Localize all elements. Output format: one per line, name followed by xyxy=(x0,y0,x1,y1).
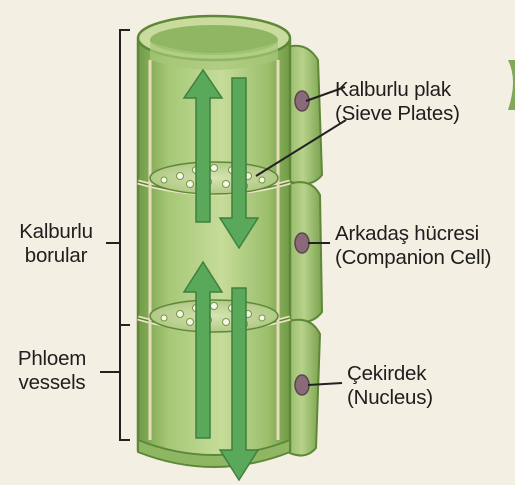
label-companion-cell: Arkadaş hücresi (Companion Cell) xyxy=(335,222,491,270)
sieve-plate-upper xyxy=(150,162,278,194)
bracket-phloem xyxy=(100,325,130,372)
label-sieve-tubes: Kalburlu borular xyxy=(6,220,106,268)
partial-cell-edge xyxy=(508,60,515,110)
sieve-tube xyxy=(138,16,290,467)
sieve-plate-lower xyxy=(150,300,278,332)
label-nucleus: Çekirdek (Nucleus) xyxy=(347,362,433,410)
label-sieve-plates: Kalburlu plak (Sieve Plates) xyxy=(335,78,460,126)
label-phloem-vessels: Phloem vessels xyxy=(2,347,102,395)
nucleus xyxy=(295,375,309,395)
bracket-kalburlu xyxy=(106,30,130,440)
nucleus xyxy=(295,233,309,253)
